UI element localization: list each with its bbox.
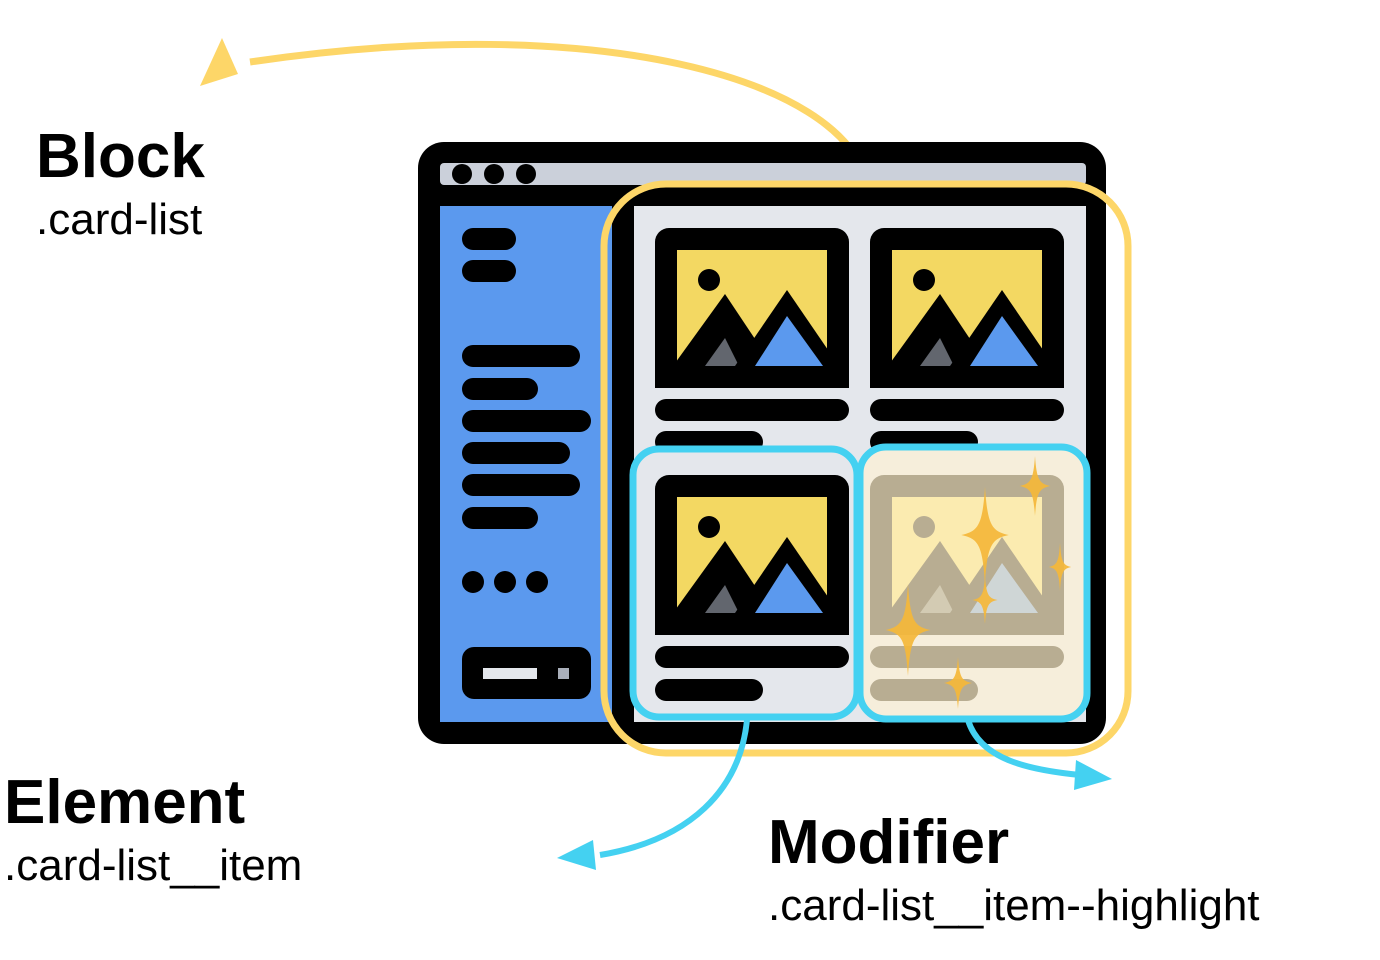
card-list-item-highlight[interactable] bbox=[856, 443, 1091, 723]
card-text-line bbox=[870, 399, 1064, 421]
modifier-arrow bbox=[965, 718, 1112, 790]
modifier-arrowhead-icon bbox=[1074, 760, 1112, 790]
card-text-line bbox=[870, 646, 1064, 668]
sidebar-line bbox=[462, 442, 570, 464]
card-item[interactable] bbox=[870, 228, 1064, 453]
title-bar bbox=[440, 163, 1086, 185]
image-mountain-icon bbox=[870, 228, 1064, 388]
sidebar-line bbox=[462, 507, 538, 529]
sidebar-lines bbox=[462, 228, 591, 529]
card-list-item[interactable] bbox=[629, 445, 861, 721]
block-arrowhead-icon bbox=[200, 38, 238, 86]
block-arrow bbox=[200, 38, 870, 181]
sidebar-line bbox=[462, 474, 580, 496]
card-text-line bbox=[655, 646, 849, 668]
element-arrowhead-icon bbox=[557, 840, 596, 870]
sidebar-line bbox=[462, 228, 516, 250]
modifier-label: Modifier .card-list__item--highlight bbox=[768, 812, 1260, 928]
sidebar-line bbox=[462, 378, 538, 400]
sidebar-line bbox=[462, 410, 591, 432]
element-title: Element bbox=[4, 768, 246, 837]
sidebar-line bbox=[462, 260, 516, 282]
block-label: Block .card-list bbox=[36, 126, 205, 242]
element-code: .card-list__item bbox=[4, 841, 303, 890]
element-arrow bbox=[557, 719, 750, 870]
sidebar bbox=[440, 206, 612, 722]
block-code: .card-list bbox=[36, 195, 203, 244]
sidebar-button[interactable] bbox=[462, 647, 591, 699]
image-mountain-icon bbox=[655, 228, 849, 388]
image-mountain-icon bbox=[655, 475, 849, 635]
card-item[interactable] bbox=[655, 228, 849, 453]
card-text-line bbox=[655, 679, 763, 701]
modifier-code: .card-list__item--highlight bbox=[768, 881, 1260, 930]
element-label: Element .card-list__item bbox=[4, 772, 302, 888]
three-dots-icon bbox=[452, 164, 536, 184]
modifier-outline bbox=[856, 443, 1091, 723]
block-title: Block bbox=[36, 122, 205, 191]
modifier-title: Modifier bbox=[768, 808, 1010, 877]
block-outline bbox=[600, 180, 1132, 757]
sidebar-line bbox=[462, 345, 580, 367]
card-list bbox=[600, 180, 1132, 757]
card-text-line bbox=[655, 399, 849, 421]
ellipsis-icon bbox=[462, 571, 548, 593]
